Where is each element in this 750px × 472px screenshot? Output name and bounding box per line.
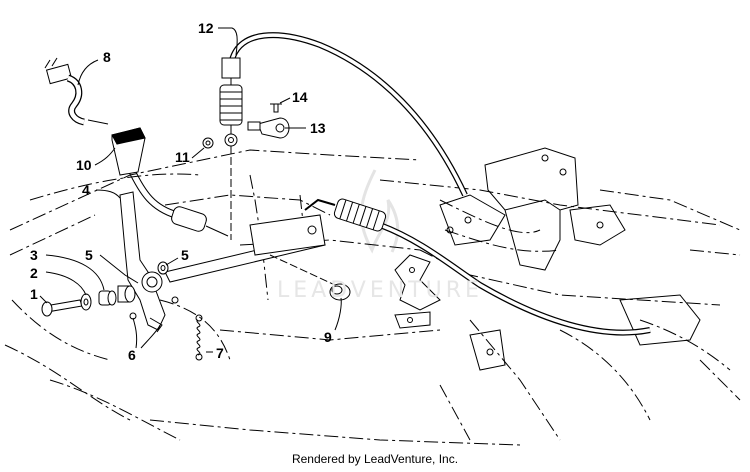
watermark-text: LEADVENTURE: [277, 278, 483, 303]
callout-labels: 1 2 3 4 5 5 6 7 8 9 10 11 12 13 14: [30, 20, 332, 363]
brake-switch-harness: [127, 167, 229, 237]
callout-13: 13: [310, 120, 326, 136]
parts-11-13-14: [202, 103, 290, 149]
part-10-boot: [111, 127, 146, 176]
frame-brackets: [394, 147, 701, 371]
part-4-brake-pedal: [119, 191, 166, 333]
upper-brake-cable: [219, 32, 468, 240]
part-8-connector: [44, 57, 109, 126]
callout-6: 6: [128, 347, 136, 363]
callout-2: 2: [30, 265, 38, 281]
callout-14: 14: [292, 89, 308, 105]
footer-credit: Rendered by LeadVenture, Inc.: [291, 452, 459, 466]
lower-brake-cable: [304, 198, 651, 336]
callout-11: 11: [175, 149, 190, 165]
callout-10: 10: [76, 157, 92, 173]
callout-9: 9: [324, 329, 332, 345]
callout-5-left: 5: [85, 247, 93, 263]
leader-lines: [39, 27, 342, 353]
part-9-pin: [329, 283, 351, 301]
callout-1: 1: [30, 286, 38, 302]
callout-12: 12: [198, 20, 214, 36]
callout-4: 4: [82, 182, 90, 198]
parts-1-2-3-hardware: [41, 261, 179, 320]
callout-8: 8: [103, 49, 111, 65]
callout-7: 7: [216, 345, 224, 361]
part-7-spring: [195, 314, 203, 361]
callout-3: 3: [30, 247, 38, 263]
callout-5-right: 5: [181, 247, 189, 263]
brake-rod: [164, 214, 336, 286]
